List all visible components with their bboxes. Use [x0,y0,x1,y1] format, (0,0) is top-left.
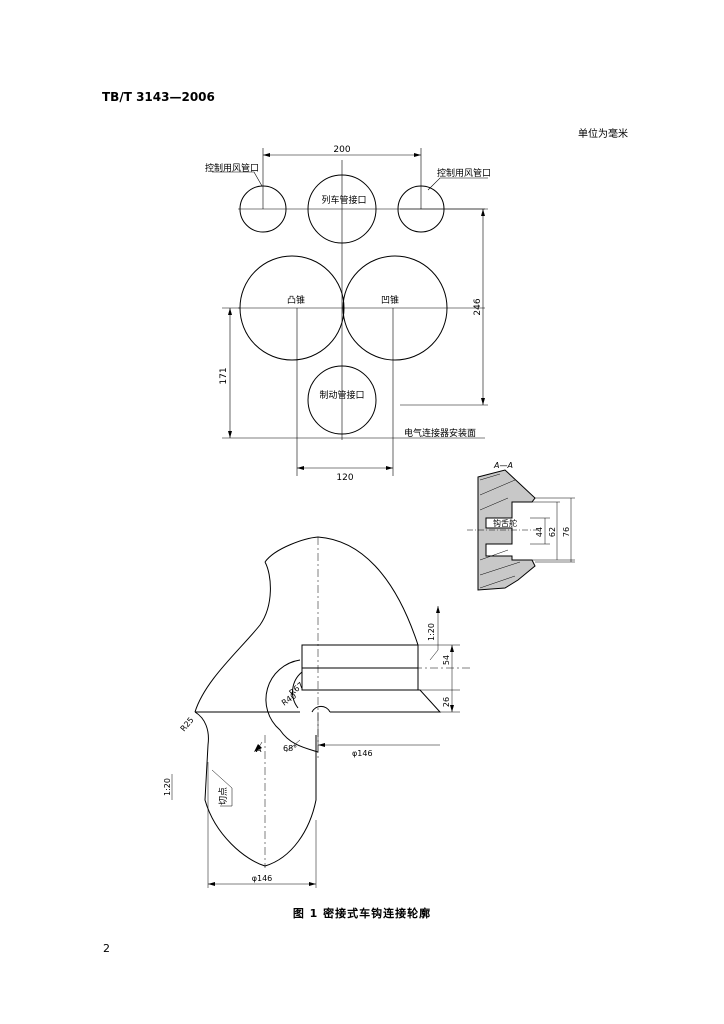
standard-number: TB/T 3143—2006 [102,90,215,104]
dim-246-label: 246 [473,298,483,315]
figure-caption: 图 1 密接式车钩连接轮廓 [292,907,432,920]
brake-pipe-label: 制动管接口 [319,389,364,401]
dim-26-label: 26 [442,697,451,707]
dim-171-label: 171 [219,367,229,384]
dim-68-label: 68° [283,744,297,753]
dim-120-label: 120 [336,473,353,483]
taper-top-label: 1:20 [427,623,436,641]
taper-left-label: 1:20 [163,778,172,796]
dim-phi146-bottom-label: φ146 [252,874,273,883]
concave-cone-label: 凹锥 [381,294,399,306]
dim-62-label: 62 [548,527,557,537]
coupler-head-profile [194,536,442,867]
convex-cone-label: 凸锥 [287,294,305,306]
section-title: A—A [493,461,513,470]
air-port-right-label: 控制用风管口 [437,167,491,179]
dim-44-label: 44 [535,527,544,537]
section-marker-a: A [256,745,262,754]
dim-54-label: 54 [442,655,451,665]
section-view [467,469,575,591]
page-number: 2 [103,942,110,955]
dim-r25-label: R25 [179,715,196,733]
dim-76-label: 76 [562,527,571,537]
unit-note: 单位为毫米 [578,129,628,140]
electric-plane-label: 电气连接器安装面 [404,427,476,439]
dim-phi146-mid-label: φ146 [352,749,373,758]
train-pipe-label: 列车管接口 [321,194,366,206]
tangent-point-label: 切点 [218,787,229,805]
hook-tongue-label: 钩舌舵 [493,518,517,528]
air-port-left-label: 控制用风管口 [205,162,259,174]
dim-200-label: 200 [333,145,350,155]
